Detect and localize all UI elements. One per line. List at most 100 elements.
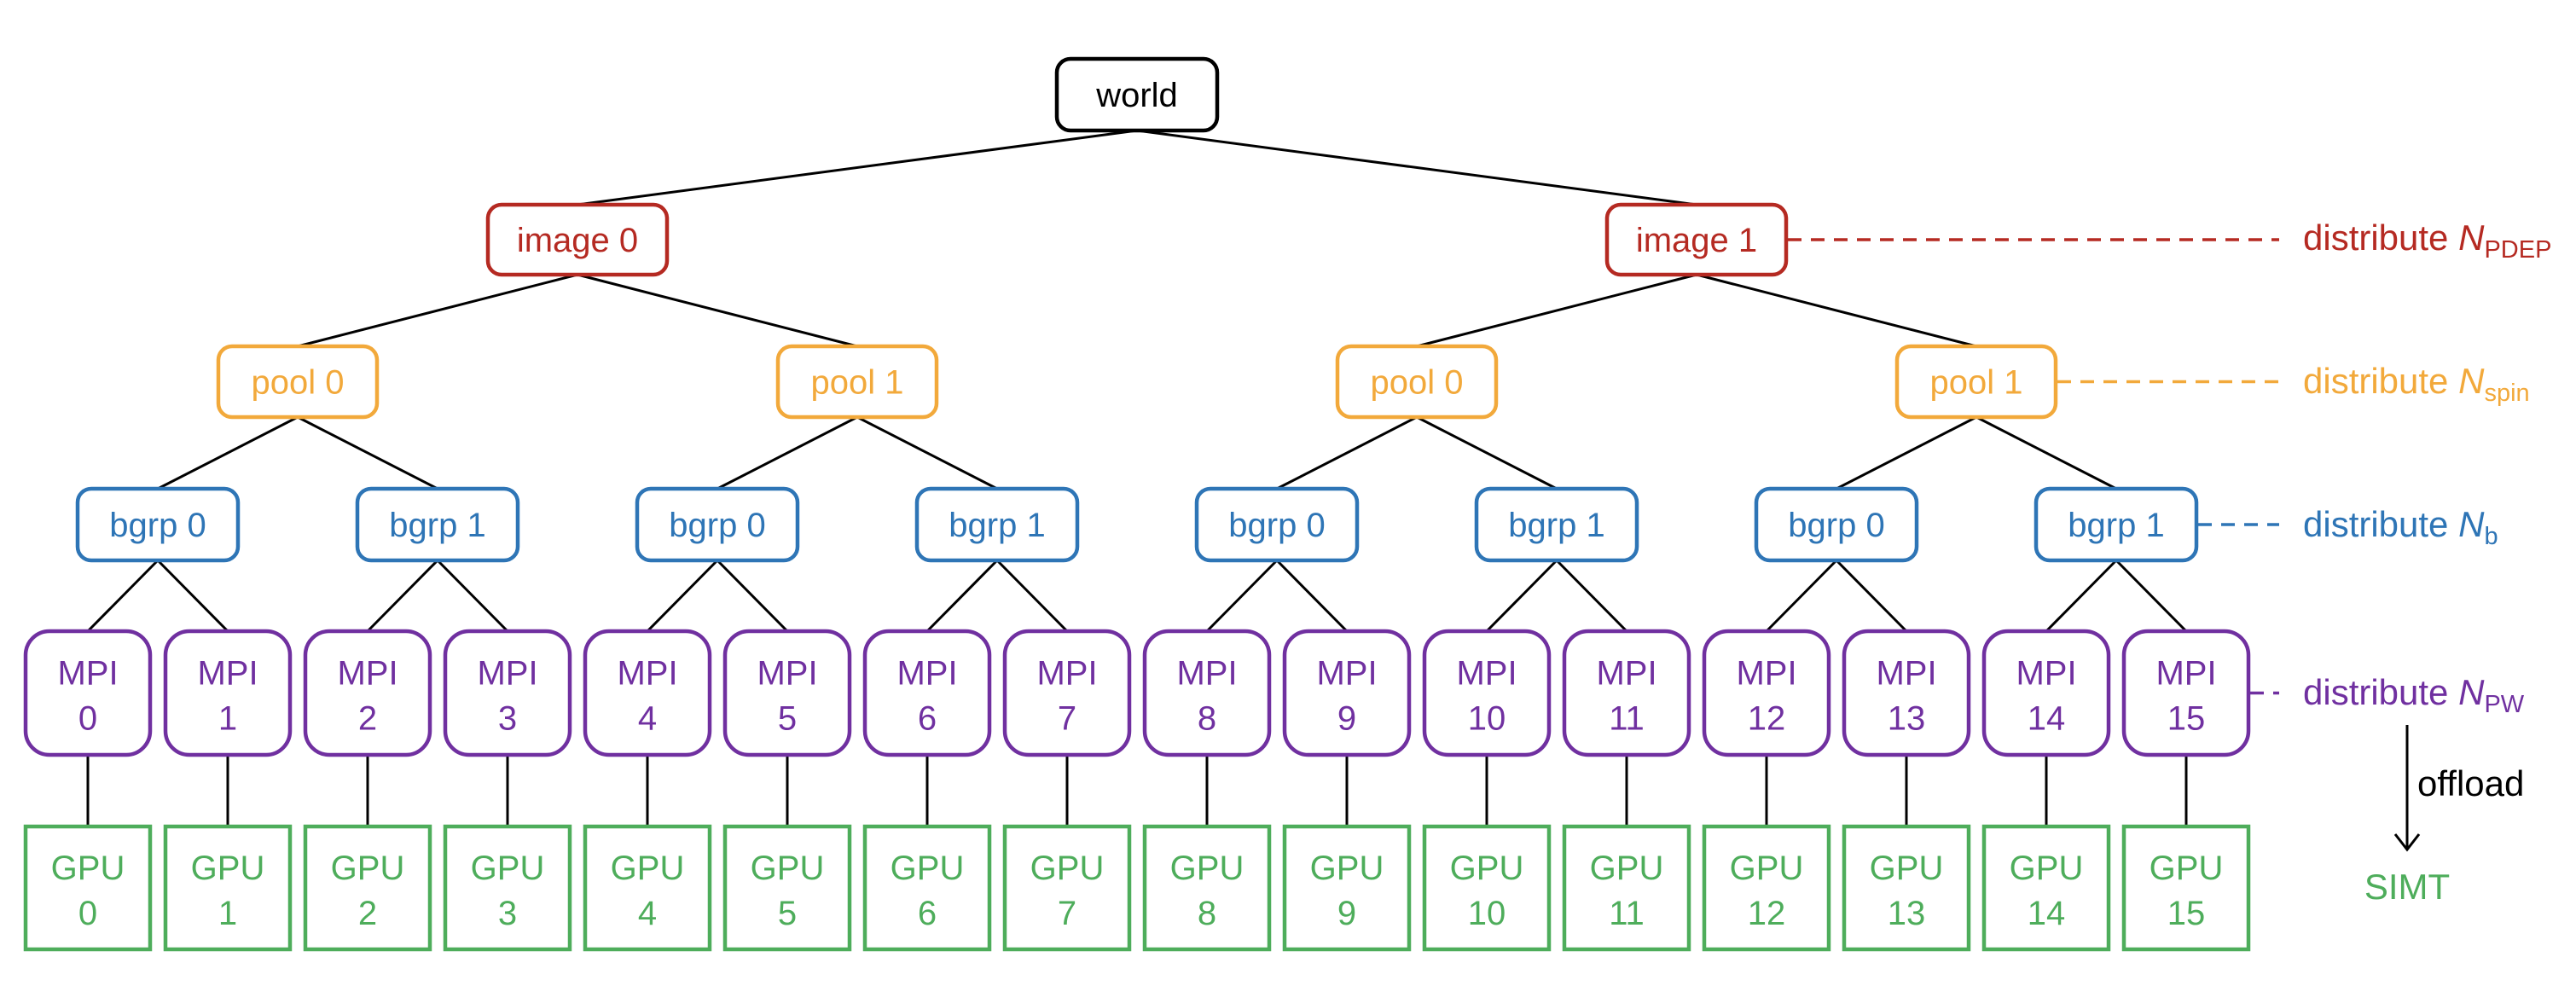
node-world-label: world	[1095, 77, 1178, 114]
node-bgrp-1-box	[355, 486, 520, 563]
node-gpu-3-label-line1: GPU	[471, 850, 545, 887]
edge-bgrp-mpi-12	[1765, 559, 1838, 633]
annotation-bands-sub: b	[2484, 523, 2498, 550]
node-bgrp-1-label: bgrp 1	[389, 507, 485, 544]
node-mpi-2-label-line1: MPI	[337, 655, 397, 693]
annotation-bands-var: N	[2458, 504, 2485, 544]
node-mpi-15-box	[2121, 629, 2251, 757]
node-pool-0-label: pool 0	[252, 364, 345, 402]
node-mpi-13-label-line2: 13	[1888, 700, 1926, 738]
edge-bgrp-mpi-6	[925, 559, 999, 633]
node-bgrp-3-label: bgrp 1	[949, 507, 1045, 544]
node-bgrp-6-label: bgrp 0	[1788, 507, 1884, 544]
node-gpu-15-label-line2: 15	[2167, 895, 2206, 932]
node-mpi-14-label-line2: 14	[2028, 700, 2066, 738]
node-mpi-3-label-line2: 3	[498, 700, 517, 738]
annotation-pdep-text: distribute NPDEP	[2303, 218, 2551, 264]
edge-pool-bgrp-3	[856, 415, 998, 490]
node-pool-2-box	[1335, 344, 1499, 420]
node-bgrp-4: bgrp 0	[1194, 486, 1360, 563]
node-bgrp-0: bgrp 0	[75, 486, 241, 563]
node-image-0-box	[485, 202, 670, 277]
node-gpu-10-label-line2: 10	[1468, 895, 1506, 932]
edge-bgrp-mpi-11	[1555, 559, 1628, 633]
node-gpu-9-box	[1282, 824, 1412, 952]
node-world-box	[1054, 56, 1220, 133]
node-mpi-8-label-line2: 8	[1198, 700, 1216, 738]
edge-bgrp-mpi-15	[2115, 559, 2188, 633]
node-bgrp-0-label: bgrp 0	[109, 507, 206, 544]
node-bgrp-7-box	[2034, 486, 2199, 563]
node-gpu-4-label-line2: 4	[638, 895, 657, 932]
edge-image-pool-2	[1416, 273, 1697, 348]
node-gpu-8-label-line2: 8	[1198, 895, 1216, 932]
node-mpi-4-label-line1: MPI	[617, 655, 677, 693]
node-mpi-11-label-line1: MPI	[1596, 655, 1656, 693]
node-mpi-4-box	[583, 629, 712, 757]
edge-image-pool-0	[297, 273, 578, 348]
node-mpi-0-label-line2: 0	[78, 700, 97, 738]
node-gpu-13-label-line2: 13	[1888, 895, 1926, 932]
edge-image-pool-3	[1696, 273, 1977, 348]
node-gpu-14-box	[1981, 824, 2111, 952]
node-gpu-11-label-line1: GPU	[1590, 850, 1664, 887]
node-mpi-1-label-line2: 1	[218, 700, 237, 738]
edge-pool-bgrp-4	[1276, 415, 1418, 490]
annotation-spin-text: distribute Nspin	[2303, 361, 2530, 407]
node-mpi-13-box	[1842, 629, 1971, 757]
node-gpu-0-label-line2: 0	[78, 895, 97, 932]
node-pool-2: pool 0	[1335, 344, 1499, 420]
node-gpu-14-label-line1: GPU	[2010, 850, 2084, 887]
node-pool-3-box	[1894, 344, 2058, 420]
node-pool-0-box	[216, 344, 380, 420]
node-gpu-15-box	[2121, 824, 2251, 952]
node-gpu-1-box	[163, 824, 293, 952]
node-mpi-2-box	[303, 629, 432, 757]
node-gpu-5-label-line1: GPU	[751, 850, 825, 887]
edge-image-pool-1	[577, 273, 858, 348]
arrow-down-icon	[2393, 833, 2421, 852]
node-mpi-5-label-line1: MPI	[757, 655, 817, 693]
node-gpu-0-box	[23, 824, 153, 952]
node-mpi-4-label-line2: 4	[638, 700, 657, 738]
node-gpu-1-label-line1: GPU	[191, 850, 265, 887]
node-bgrp-2: bgrp 0	[635, 486, 800, 563]
annotation-pdep-var: N	[2458, 218, 2485, 258]
node-mpi-10-label-line2: 10	[1468, 700, 1506, 738]
edge-bgrp-mpi-14	[2045, 559, 2118, 633]
node-bgrp-7-label: bgrp 1	[2068, 507, 2164, 544]
node-gpu-4-box	[583, 824, 712, 952]
node-mpi-7-label-line2: 7	[1058, 700, 1076, 738]
edge-pool-bgrp-2	[717, 415, 858, 490]
node-bgrp-5-box	[1474, 486, 1639, 563]
node-gpu-5-label-line2: 5	[778, 895, 797, 932]
node-bgrp-7: bgrp 1	[2034, 486, 2199, 563]
node-gpu-12-box	[1702, 824, 1831, 952]
annotation-pdep-prefix: distribute	[2303, 218, 2458, 258]
node-mpi-6-box	[862, 629, 992, 757]
node-gpu-2-label-line2: 2	[358, 895, 377, 932]
node-pool-3: pool 1	[1894, 344, 2058, 420]
node-mpi-9-label-line2: 9	[1337, 700, 1356, 738]
annotation-spin: distribute Nspin	[2303, 361, 2530, 407]
offload-arrow	[2393, 725, 2421, 852]
annotation-spin-var: N	[2458, 361, 2485, 401]
node-mpi-8-box	[1142, 629, 1272, 757]
